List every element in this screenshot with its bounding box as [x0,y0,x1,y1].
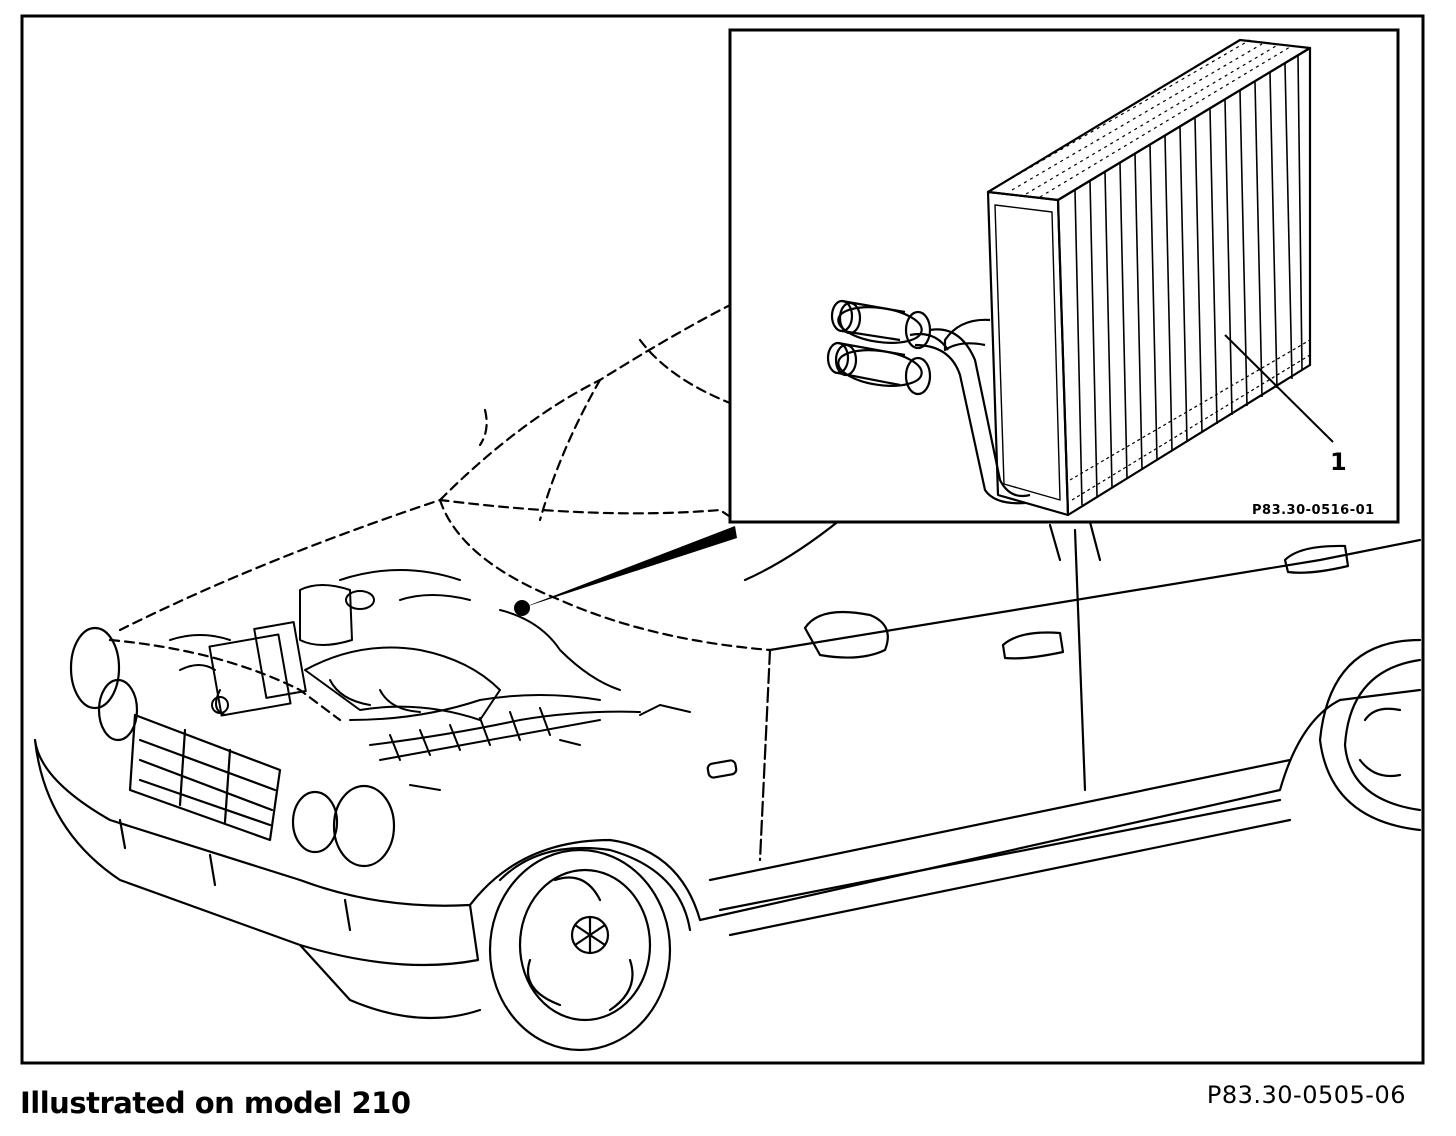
callout-dot [514,600,530,616]
engine-bay [169,569,691,791]
headlight-right-inner [332,784,396,868]
figure-code: P83.30-0505-06 [1206,1081,1406,1109]
door-line-rear [1073,528,1087,792]
inset-detail: 1 P83.30-0516-01 [728,28,1400,524]
door-handle-front [1001,631,1065,660]
windshield-outline [638,338,737,407]
door-handle-rear [1283,544,1350,574]
inset-callout-line [1224,334,1334,443]
inset-figure-code: P83.30-0516-01 [1252,503,1375,518]
headlight-left-inner [97,678,139,742]
headlight-right-outer [291,790,339,854]
door-line-front [758,648,772,862]
car-illustration [33,298,1422,1052]
figure-caption: Illustrated on model 210 [20,1086,411,1120]
rear-wheel [1318,638,1422,832]
callout-leader [514,526,737,616]
outer-frame [20,14,1425,1065]
evaporator-illustration [826,38,1312,517]
grille [128,713,282,842]
side-mirror [803,610,889,659]
front-wheel [488,846,692,1052]
inset-callout-number: 1 [1330,448,1347,476]
front-bumper [33,738,480,967]
headlight-left-outer [69,626,121,710]
car-side-body [468,688,1422,922]
a-pillar [538,378,602,522]
side-marker [706,759,738,779]
inset-frame [728,28,1400,524]
